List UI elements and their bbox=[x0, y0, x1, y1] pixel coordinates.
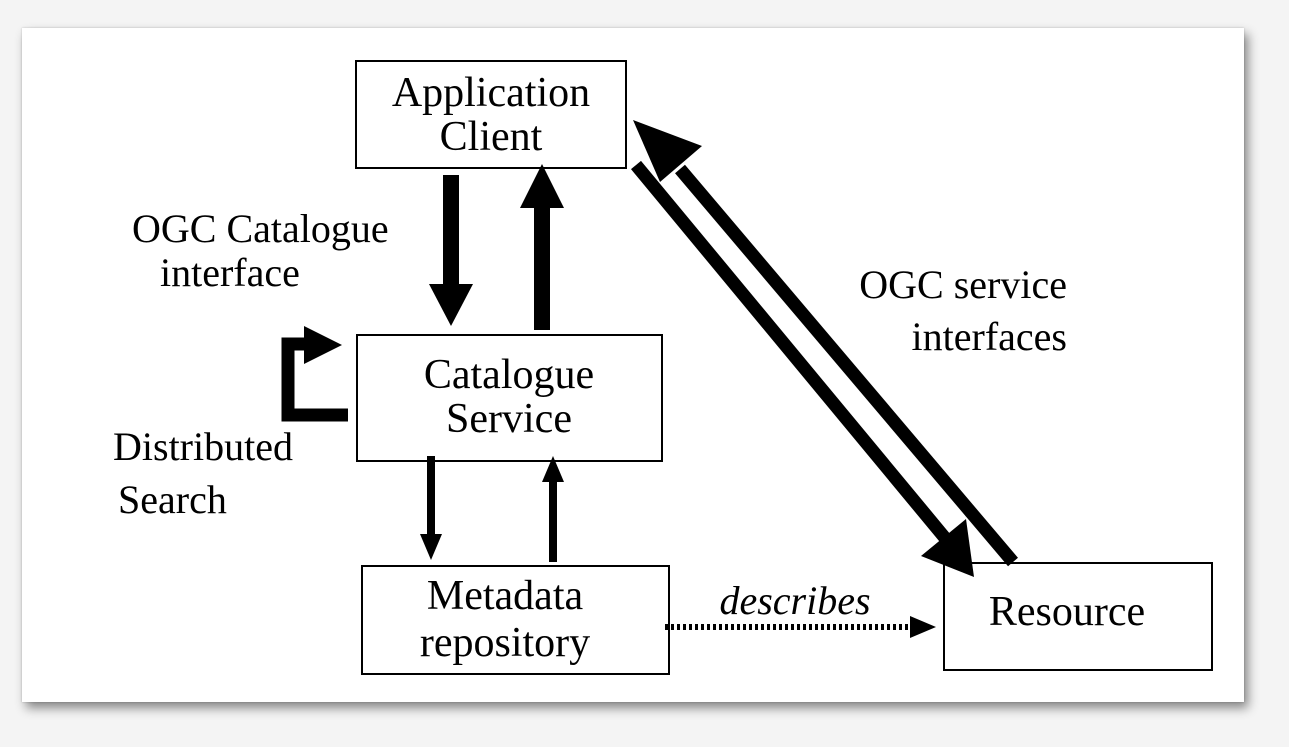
ogc-catalogue-interface-label-line1: OGC Catalogue bbox=[132, 206, 389, 251]
resource-label: Resource bbox=[989, 589, 1145, 635]
application-client-box bbox=[355, 60, 627, 169]
distributed-search-label-line1: Distributed bbox=[113, 424, 293, 469]
metadata-repository-box bbox=[361, 565, 670, 675]
metadata-repository-label-line1: Metadata bbox=[427, 573, 584, 619]
metadata-repository-label-line2: repository bbox=[420, 620, 590, 666]
distributed-search-loop-arrow bbox=[281, 326, 348, 422]
ogc-service-interfaces-label-line2: interfaces bbox=[912, 314, 1067, 359]
describes-dotted-arrow bbox=[665, 616, 936, 638]
describes-label: describes bbox=[719, 578, 870, 623]
ogc-catalogue-interface-label-line2: interface bbox=[160, 250, 300, 295]
arrow-client-to-catalogue bbox=[429, 175, 473, 326]
application-client-label-line1: Application bbox=[392, 70, 590, 116]
catalogue-service-box bbox=[356, 334, 663, 462]
ogc-service-interfaces-label-line1: OGC service bbox=[859, 262, 1067, 307]
resource-box bbox=[943, 562, 1213, 671]
arrow-metadata-to-catalogue bbox=[542, 456, 564, 562]
arrow-catalogue-to-client bbox=[520, 164, 564, 330]
arrow-client-to-resource bbox=[630, 160, 974, 577]
arrow-catalogue-to-metadata bbox=[420, 456, 442, 560]
arrow-resource-to-client bbox=[633, 120, 1018, 567]
catalogue-service-label-line1: Catalogue bbox=[424, 352, 594, 398]
distributed-search-label-line2: Search bbox=[118, 477, 227, 522]
catalogue-service-label-line2: Service bbox=[446, 396, 572, 442]
application-client-label-line2: Client bbox=[440, 114, 543, 160]
